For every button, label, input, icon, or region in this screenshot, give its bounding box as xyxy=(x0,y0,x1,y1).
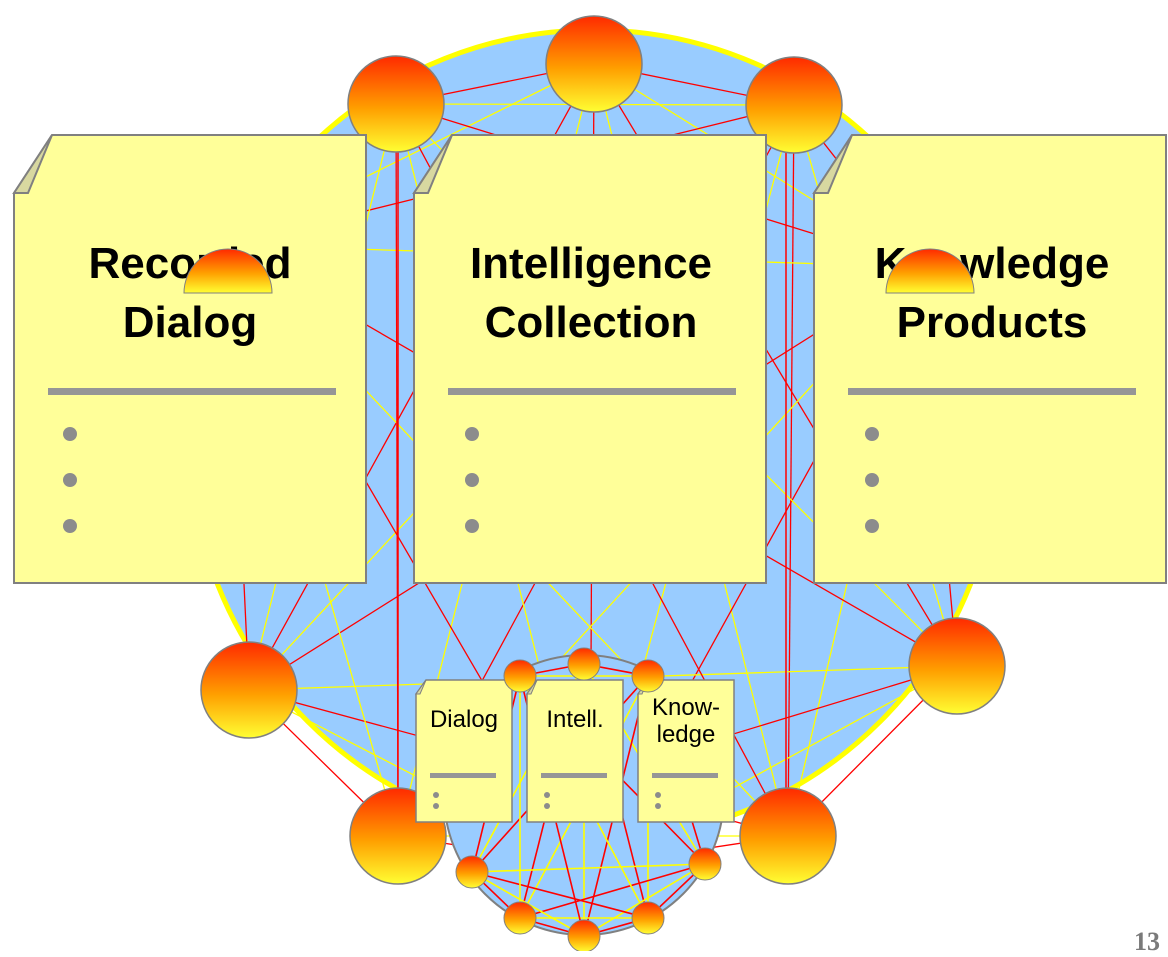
large-network-nodes xyxy=(200,15,1006,885)
network-node xyxy=(503,659,537,693)
network-node xyxy=(455,855,489,889)
document-title-line2: Collection xyxy=(485,298,698,347)
network-node xyxy=(631,659,665,693)
document-knowledge-products: Knowledge Products xyxy=(812,134,1167,584)
network-node xyxy=(183,248,273,294)
document-intelligence-collection: Intelligence Collection xyxy=(412,134,767,584)
document-divider xyxy=(848,388,1136,395)
network-node xyxy=(503,901,537,935)
bullet xyxy=(63,473,77,487)
small-document-dialog: Dialog xyxy=(415,679,513,823)
bullet xyxy=(865,473,879,487)
document-divider xyxy=(448,388,736,395)
network-link xyxy=(519,863,706,919)
network-node xyxy=(739,787,837,885)
network-link xyxy=(583,863,706,937)
document-divider xyxy=(430,773,496,778)
bullet xyxy=(655,792,661,798)
document-title-line2: Products xyxy=(897,298,1088,347)
network-node xyxy=(545,15,643,113)
bullet xyxy=(63,427,77,441)
network-node xyxy=(347,55,445,153)
small-document-title-line2: ledge xyxy=(657,721,716,748)
small-document-title: Dialog xyxy=(430,706,498,733)
bullet xyxy=(865,519,879,533)
bullet xyxy=(63,519,77,533)
page-number: 13 xyxy=(1134,927,1160,956)
bullet xyxy=(865,427,879,441)
network-node xyxy=(885,248,975,294)
network-node xyxy=(200,641,298,739)
small-document-title: Intell. xyxy=(546,706,603,733)
network-node xyxy=(745,56,843,154)
document-divider xyxy=(48,388,336,395)
document-divider xyxy=(541,773,607,778)
small-document-title-line1: Know- xyxy=(652,694,720,721)
bullet xyxy=(544,803,550,809)
network-node xyxy=(631,901,665,935)
small-network-nodes xyxy=(455,647,722,951)
bullet xyxy=(433,803,439,809)
document-title-line2: Dialog xyxy=(123,298,257,347)
document-title-line1: Intelligence xyxy=(470,239,712,288)
network-node xyxy=(908,617,1006,715)
bullet xyxy=(465,519,479,533)
bullet xyxy=(544,792,550,798)
network-node xyxy=(567,919,601,951)
document-recorded-dialog: Recorded Dialog xyxy=(12,134,367,584)
document-divider xyxy=(652,773,718,778)
bullet xyxy=(465,473,479,487)
network-node xyxy=(688,847,722,881)
bullet xyxy=(465,427,479,441)
bullet xyxy=(433,792,439,798)
network-link xyxy=(471,863,706,873)
bullet xyxy=(655,803,661,809)
small-document-knowledge: Know- ledge xyxy=(637,679,735,823)
network-link xyxy=(471,871,649,919)
network-node xyxy=(567,647,601,681)
small-document-intell: Intell. xyxy=(526,679,624,823)
